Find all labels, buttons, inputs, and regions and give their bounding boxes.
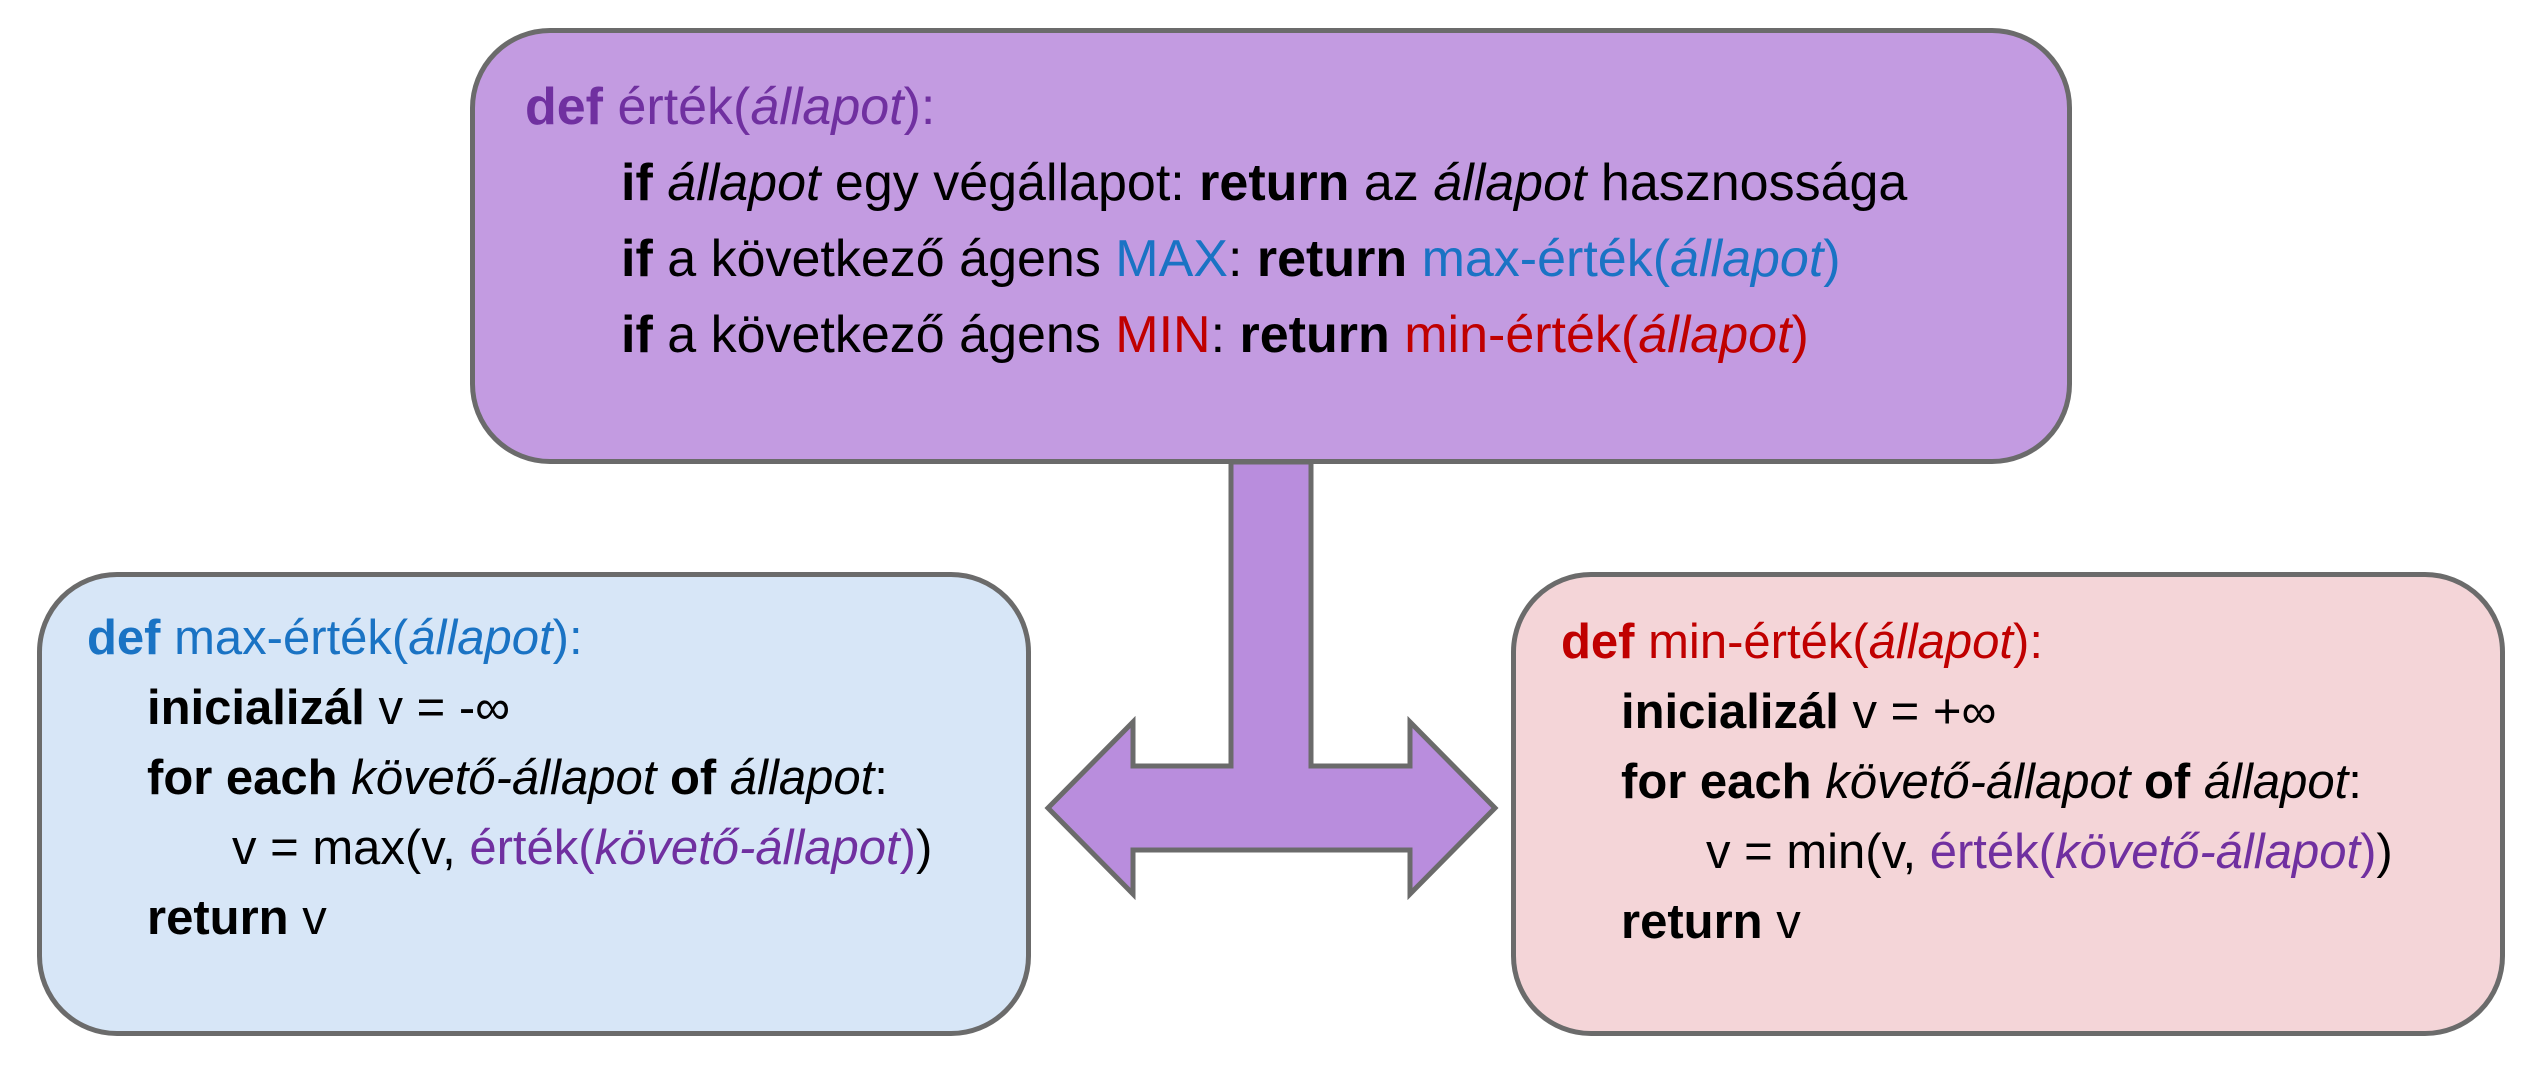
def-keyword: def [1561, 615, 1635, 669]
successor-word: követő-állapot [337, 751, 670, 805]
min-return-line: return v [1621, 898, 1801, 947]
max-update-line: v = max(v, érték(követő-állapot)) [232, 824, 932, 873]
double-arrow-shape [1044, 459, 1499, 901]
state-word: állapot [716, 751, 875, 805]
max-value-box: def max-érték(állapot): inicializál v = … [37, 572, 1031, 1036]
param: állapot [1638, 306, 1792, 364]
max-init-line: inicializál v = -∞ [147, 684, 510, 733]
state-word: állapot [2190, 755, 2349, 809]
colon: : [1210, 306, 1240, 364]
param: állapot [750, 78, 904, 136]
param: állapot [1868, 615, 2014, 669]
return-keyword: return [1239, 306, 1390, 364]
text: egy végállapot: [820, 154, 1200, 212]
colon: : [874, 751, 888, 805]
function-name: érték( [617, 78, 751, 136]
if-keyword: if [621, 230, 653, 288]
min-update-line: v = min(v, érték(követő-állapot)) [1706, 828, 2393, 877]
param: állapot [1670, 230, 1824, 288]
paren-close: ) [2360, 825, 2377, 879]
max-call: max-érték( [1407, 230, 1671, 288]
max-return-line: return v [147, 894, 327, 943]
init-value: v = -∞ [364, 681, 511, 735]
max-def-line: def max-érték(állapot): [87, 614, 583, 663]
max-loop-line: for each követő-állapot of állapot: [147, 754, 888, 803]
of-keyword: of [669, 751, 717, 805]
min-init-line: inicializál v = +∞ [1621, 688, 1996, 737]
successor-word: követő-állapot [1811, 755, 2144, 809]
min-loop-line: for each követő-állapot of állapot: [1621, 758, 2362, 807]
value-call: érték( [1929, 825, 2055, 879]
min-value-box: def min-érték(állapot): inicializál v = … [1511, 572, 2505, 1036]
def-keyword: def [87, 611, 161, 665]
state-word: állapot [1433, 154, 1587, 212]
min-update: v = min(v, [1706, 825, 1930, 879]
paren-close: ): [552, 611, 583, 665]
def-keyword: def [525, 78, 603, 136]
paren-close: ) [1823, 230, 1841, 288]
value-def-line: def érték(állapot): [525, 81, 935, 133]
return-value: v [1762, 895, 1801, 949]
function-name: min-érték( [1634, 615, 1869, 669]
terminal-check-line: if állapot egy végállapot: return az áll… [621, 157, 1907, 209]
max-agent: MAX [1115, 230, 1228, 288]
init-value: v = +∞ [1838, 685, 1997, 739]
return-keyword: return [1199, 154, 1350, 212]
value-function-box: def érték(állapot): if állapot egy végál… [470, 28, 2072, 464]
return-keyword: return [1621, 895, 1763, 949]
successor-param: követő-állapot [594, 821, 900, 875]
return-keyword: return [147, 891, 289, 945]
min-agent-line: if a következő ágens MIN: return min-ért… [621, 309, 1809, 361]
function-name: max-érték( [160, 611, 409, 665]
paren-close: ): [2013, 615, 2043, 669]
min-call: min-érték( [1389, 306, 1639, 364]
for-each-keyword: for each [147, 751, 338, 805]
param: állapot [408, 611, 553, 665]
value-call: érték( [469, 821, 595, 875]
text: a következő ágens [652, 306, 1116, 364]
return-value: v [288, 891, 327, 945]
min-agent: MIN [1115, 306, 1211, 364]
paren-close: ) [1791, 306, 1809, 364]
text: a következő ágens [652, 230, 1116, 288]
successor-param: követő-állapot [2054, 825, 2361, 879]
for-each-keyword: for each [1621, 755, 1812, 809]
paren-close-outer: ) [916, 821, 933, 875]
return-keyword: return [1256, 230, 1408, 288]
colon: : [2348, 755, 2362, 809]
colon: : [1227, 230, 1257, 288]
text: hasznossága [1586, 154, 1908, 212]
if-keyword: if [621, 154, 653, 212]
state-word: állapot [667, 154, 821, 212]
of-keyword: of [2143, 755, 2191, 809]
max-update: v = max(v, [232, 821, 470, 875]
paren-close: ): [903, 78, 936, 136]
text: az [1349, 154, 1434, 212]
init-keyword: inicializál [147, 681, 365, 735]
paren-close-outer: ) [2376, 825, 2393, 879]
if-keyword: if [621, 306, 653, 364]
init-keyword: inicializál [1621, 685, 1839, 739]
min-def-line: def min-érték(állapot): [1561, 618, 2043, 667]
paren-close: ) [899, 821, 916, 875]
max-agent-line: if a következő ágens MAX: return max-ért… [621, 233, 1841, 285]
